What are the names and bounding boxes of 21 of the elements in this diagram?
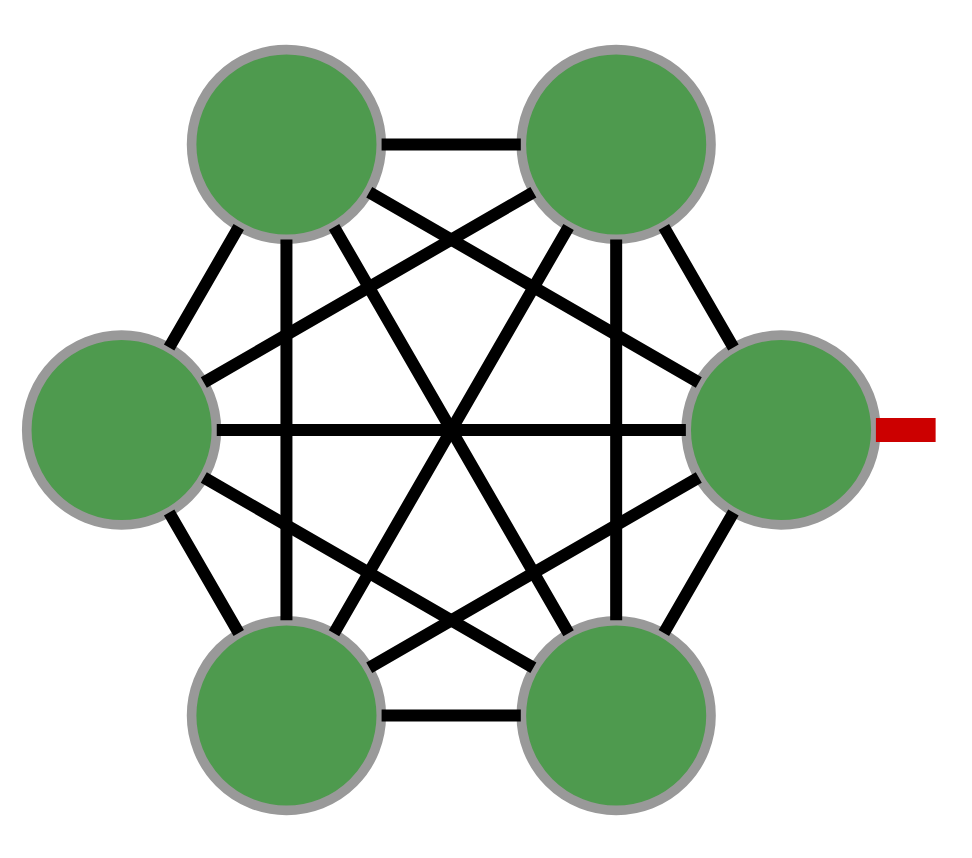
connector	[875, 417, 936, 441]
node-circle	[516, 43, 716, 244]
connector	[328, 222, 574, 636]
connector	[658, 223, 739, 350]
connector	[366, 186, 702, 387]
connector	[216, 423, 686, 435]
node-circle	[681, 329, 881, 529]
node-circle	[516, 614, 716, 815]
connector	[163, 508, 244, 635]
connector	[366, 471, 702, 672]
connector	[200, 471, 537, 672]
connector	[658, 508, 739, 635]
node-circle	[186, 43, 387, 244]
connector	[381, 708, 521, 721]
connector	[610, 238, 623, 620]
connector	[163, 223, 244, 350]
node-circle	[21, 329, 222, 529]
connector	[381, 137, 521, 150]
node-circle	[186, 614, 387, 815]
connector	[200, 186, 537, 387]
connector	[280, 238, 293, 620]
